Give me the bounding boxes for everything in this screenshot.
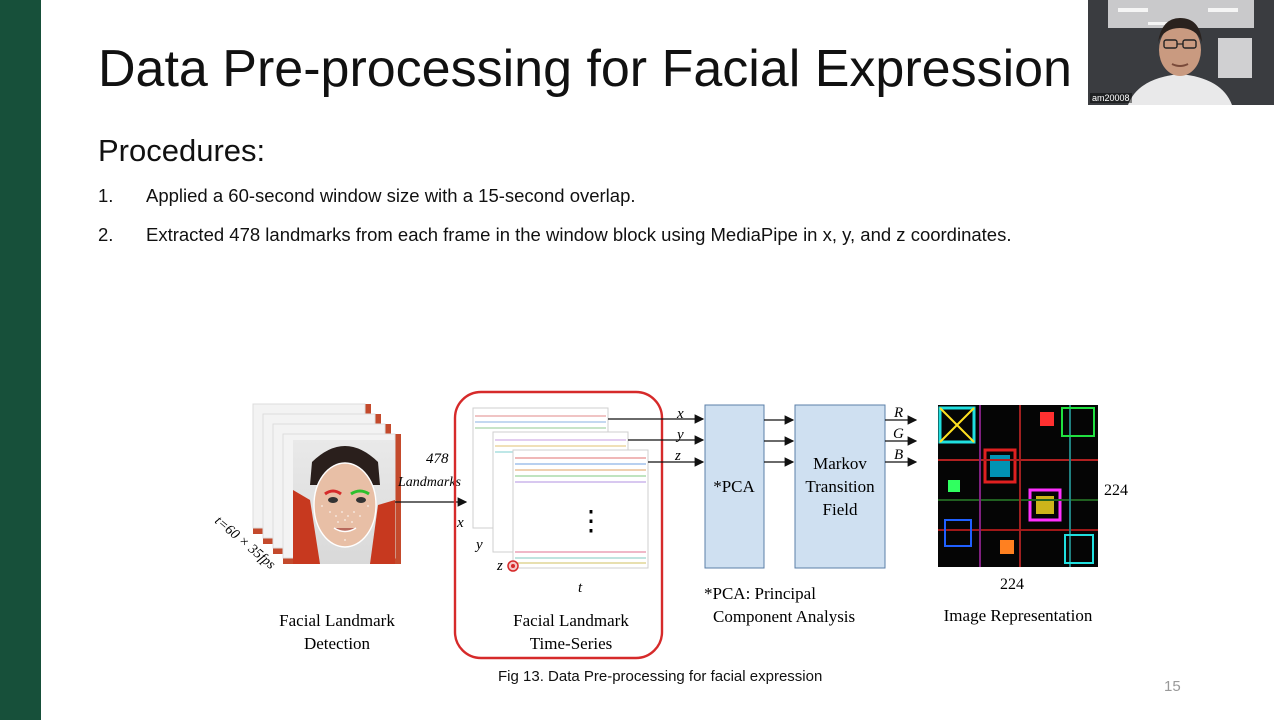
channel-z-label: z <box>674 448 681 464</box>
procedure-number: 2. <box>98 224 114 245</box>
axis-y-label: y <box>474 537 483 553</box>
landmarks-word: Landmarks <box>397 475 462 490</box>
timeseries-highlight-frame <box>453 390 664 660</box>
axis-z-label: z <box>496 558 503 574</box>
pca-definition-line-2: Component Analysis <box>713 607 855 626</box>
channel-y-label: y <box>675 427 684 443</box>
pca-box <box>704 404 765 569</box>
slide-title: Data Pre-processing for Facial Expressio… <box>98 40 1072 98</box>
participant-video-feed <box>1088 0 1274 105</box>
more-series-ellipsis: ⋮ <box>577 506 605 537</box>
channel-b-label: B <box>894 447 903 463</box>
detection-label-line-2: Detection <box>304 634 371 653</box>
procedure-number: 1. <box>98 185 114 206</box>
mtf-image-representation <box>938 405 1098 567</box>
slide-left-accent-bar <box>0 0 41 720</box>
landmarks-count: 478 <box>426 451 449 467</box>
procedure-item-1: 1. Applied a 60-second window size with a… <box>98 184 636 208</box>
procedure-item-2: 2. Extracted 478 landmarks from each fram… <box>98 223 1011 247</box>
mtf-label-line-3: Field <box>823 500 858 519</box>
timeseries-label-line-2: Time-Series <box>530 634 613 653</box>
participant-video-tile[interactable]: am20008 <box>1088 0 1274 105</box>
mtf-label-line-1: Markov <box>813 454 867 473</box>
mtf-label-line-2: Transition <box>805 477 875 496</box>
face-landmark-photo <box>293 440 395 564</box>
time-axis-label: t <box>578 580 583 596</box>
channel-x-label: x <box>676 406 684 422</box>
markov-transition-field-box <box>794 404 886 569</box>
image-width-label: 224 <box>1000 576 1024 593</box>
slide-page-number: 15 <box>1164 678 1181 695</box>
pca-definition-line-1: *PCA: Principal <box>704 584 816 603</box>
pca-box-label: *PCA <box>713 477 755 496</box>
timeseries-panel-z <box>512 449 649 569</box>
timeseries-label-line-1: Facial Landmark <box>513 611 629 630</box>
cursor-pointer-dot <box>511 564 515 568</box>
image-representation-label: Image Representation <box>944 606 1093 625</box>
procedure-text: Extracted 478 landmarks from each frame … <box>146 224 1012 245</box>
image-height-label: 224 <box>1104 482 1128 499</box>
channel-g-label: G <box>893 426 904 442</box>
axis-x-label: x <box>456 515 464 531</box>
detection-label-line-1: Facial Landmark <box>279 611 395 630</box>
procedure-text: Applied a 60-second window size with a 1… <box>146 185 636 206</box>
procedures-heading: Procedures: <box>98 133 266 168</box>
channel-r-label: R <box>893 405 903 421</box>
participant-name-label: am20008 <box>1090 93 1132 103</box>
figure-caption: Fig 13. Data Pre-processing for facial e… <box>498 668 823 685</box>
